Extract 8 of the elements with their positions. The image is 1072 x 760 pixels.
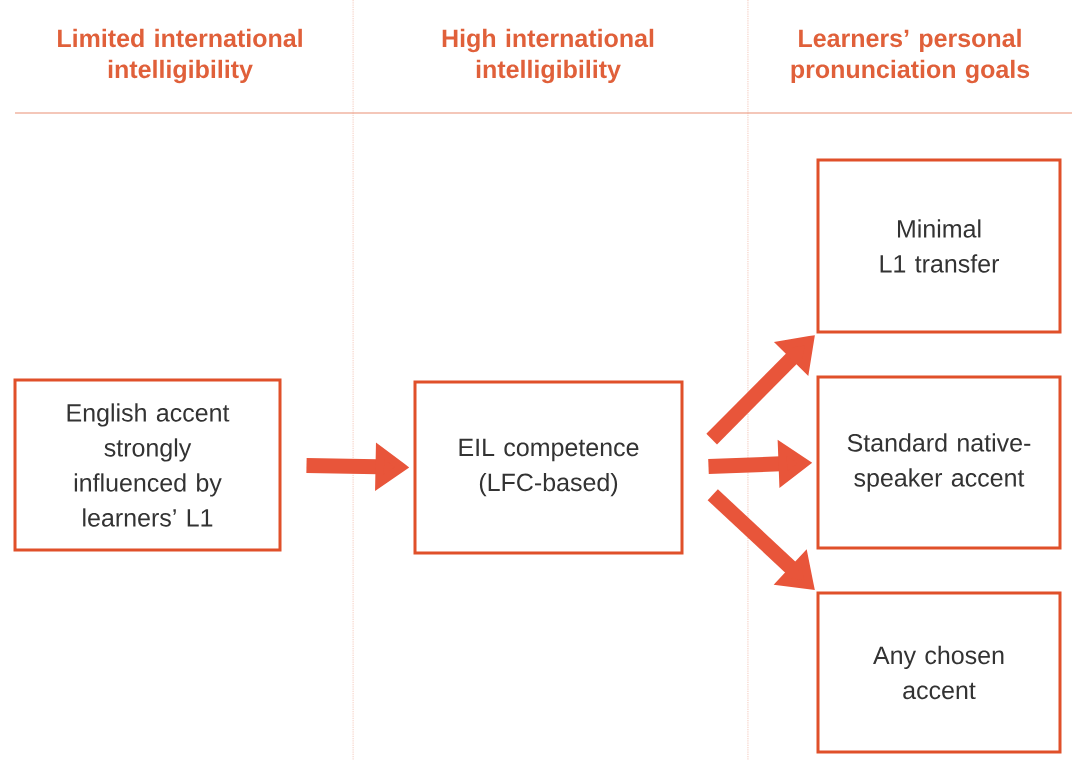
- text-box: Minimal L1 transfer: [816, 158, 1062, 334]
- column-heading: High international intelligibility: [442, 28, 654, 84]
- text-box: Any chosen accent: [816, 591, 1062, 754]
- column-heading: Learners’ personal pronunciation goals: [791, 28, 1030, 84]
- text-box: EIL competence (LFC-based): [413, 380, 684, 555]
- column-heading: Limited international intelligibility: [58, 28, 302, 84]
- text-box: English accent strongly influenced by learners’ L1: [13, 378, 282, 552]
- text-box: Standard native-speaker accent: [816, 375, 1062, 550]
